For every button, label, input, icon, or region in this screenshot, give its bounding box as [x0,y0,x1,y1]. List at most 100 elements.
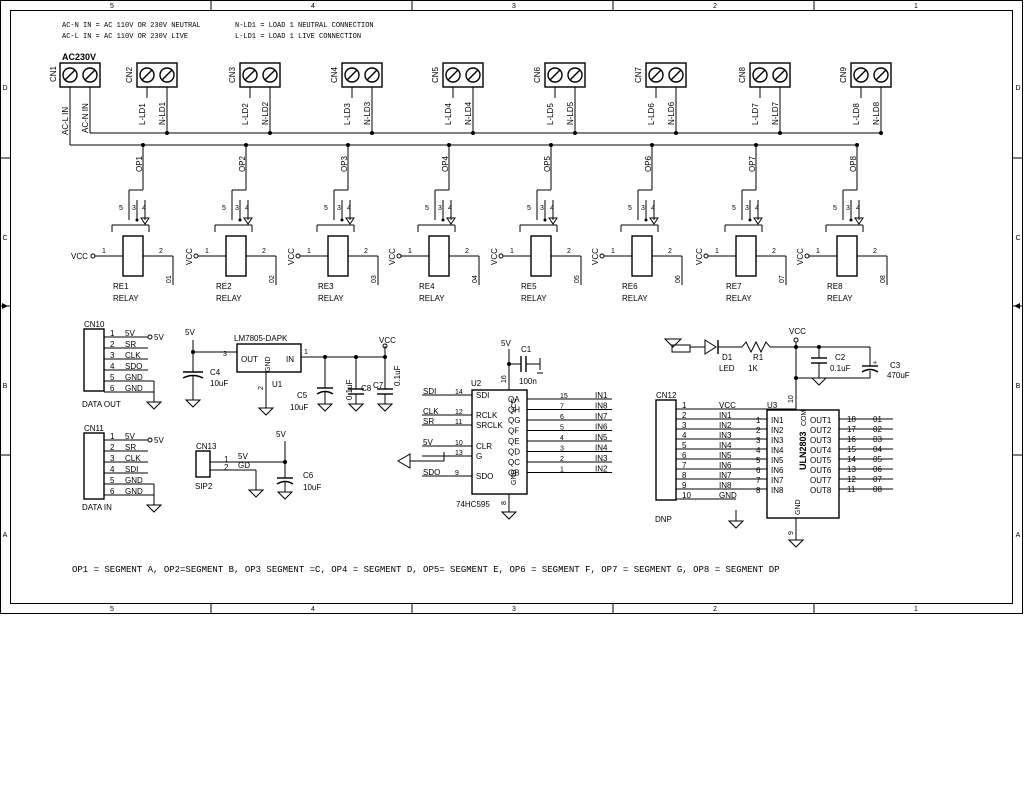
u2-pin-number: 15 [560,393,568,400]
u3-body [766,409,840,519]
u2-pin-number: 12 [455,409,463,416]
relay-op-label: OP6 [644,155,653,172]
screw-terminal [445,67,461,83]
pin-net: GND [125,373,143,382]
load-live-label: L-LD1 [138,103,147,125]
c3-value: 470uF [887,371,910,380]
screw-terminal [772,67,788,83]
relay-pin: 4 [142,205,146,212]
load-neutral-label: N-LD8 [872,101,881,125]
frame-labels: 5 4 3 2 1 5 4 3 2 1 D C B A D C B A [2,3,1020,613]
pin-number: 7 [682,461,687,470]
u2-gnd: GND [511,469,518,485]
u2-pin-number: 14 [455,389,463,396]
c1-ref: C1 [521,345,532,354]
vcc-label: VCC [591,248,600,265]
relay-op-label: OP5 [543,155,552,172]
col-label: 1 [914,606,918,613]
vcc-label-u3: VCC [789,327,806,336]
relay-pin: 3 [438,205,442,212]
relay-coil [122,235,144,277]
screw-slot [875,69,887,81]
screw-terminal [242,67,258,83]
c4-ref: C4 [210,368,221,377]
u2-pin-name: SDO [476,472,493,481]
note-l-ld1: L-LD1 = LOAD 1 LIVE CONNECTION [235,33,361,41]
row-label: B [1016,383,1021,390]
u3-gnd-pin: 9 [788,531,795,535]
regulator-section: 5V 3 C4 10uF LM7805-DAPK OUT GND IN U1 2… [182,328,402,416]
relay-pin: 3 [745,205,749,212]
pin-net: SDO [125,362,142,371]
row-label: D [2,85,7,92]
c8-value: 0.1uF [345,379,354,400]
u3-part: ULN2803 [798,431,808,470]
u3-output-net: 05 [873,455,882,464]
u2-pin-number: 1 [560,467,564,474]
relay-pin: 2 [262,248,266,255]
u2-pin-number: 6 [560,414,564,421]
u3-pin-number: 1 [756,416,761,425]
u3-output-net: 07 [873,475,882,484]
c2-ref: C2 [835,353,846,362]
relay-pin: 2 [668,248,672,255]
junction [543,218,547,222]
reg-in-label: IN [286,355,294,364]
u3-pin-name: IN3 [771,436,784,445]
switch-contact-icon [140,217,150,225]
pin-number: 4 [110,465,115,474]
junction [346,143,350,147]
relay-pin: 2 [772,248,776,255]
relay-op-label: OP1 [135,155,144,172]
load-live-label: L-LD6 [647,103,656,125]
terminal-block [341,62,383,88]
u2-pin-name: QB [508,469,520,478]
u3-pin-number: 11 [847,485,856,494]
relay-pin: 1 [205,248,209,255]
col-label: 5 [110,606,114,613]
relay-pin: 4 [856,205,860,212]
relay-output-net: 07 [779,275,786,283]
screw-slot [774,69,786,81]
relay-pin: 4 [245,205,249,212]
u2-pin-name: SDI [476,391,489,400]
relay-pin: 3 [846,205,850,212]
relay-pin: 1 [408,248,412,255]
load-neutral-label: N-LD5 [566,101,575,125]
pin-net: IN8 [719,481,732,490]
connector-ref: CN7 [634,66,643,83]
junction [778,131,782,135]
screw-slot [670,69,682,81]
switch-contact-icon [345,217,355,225]
u3-pin-name: OUT3 [810,436,832,445]
screw-slot [447,69,459,81]
cn11-ref: CN11 [84,424,104,433]
relay-pin: 4 [651,205,655,212]
pin-number: 5 [682,441,687,450]
screw-terminal [364,67,380,83]
junction [165,131,169,135]
c3-ref: C3 [890,361,901,370]
load-live-label: L-LD2 [241,103,250,125]
junction [879,131,883,135]
cn10-ref: CN10 [84,320,105,329]
u2-pin-number: 3 [560,446,564,453]
screw-slot [569,69,581,81]
load-live-label: L-LD7 [751,103,760,125]
pin-number: 4 [682,431,687,440]
power-indicator-section: D1 LED R1 1K VCC C2 0.1uF + C3 470uF [663,327,910,420]
u3-pin-number: 2 [756,426,761,435]
reg-pin-in: 1 [304,349,308,356]
pin-number: 6 [110,487,115,496]
reg-pin-gnd: 2 [258,386,265,390]
pin-number: 3 [110,351,115,360]
pin-net: CLK [125,351,141,360]
relay-pin: 2 [364,248,368,255]
cn13-pin1-num: 1 [224,455,229,464]
vcc-terminal [804,253,810,259]
note-ac-n: AC-N IN = AC 110V OR 230V NEUTRAL [62,22,201,30]
junction [141,143,145,147]
